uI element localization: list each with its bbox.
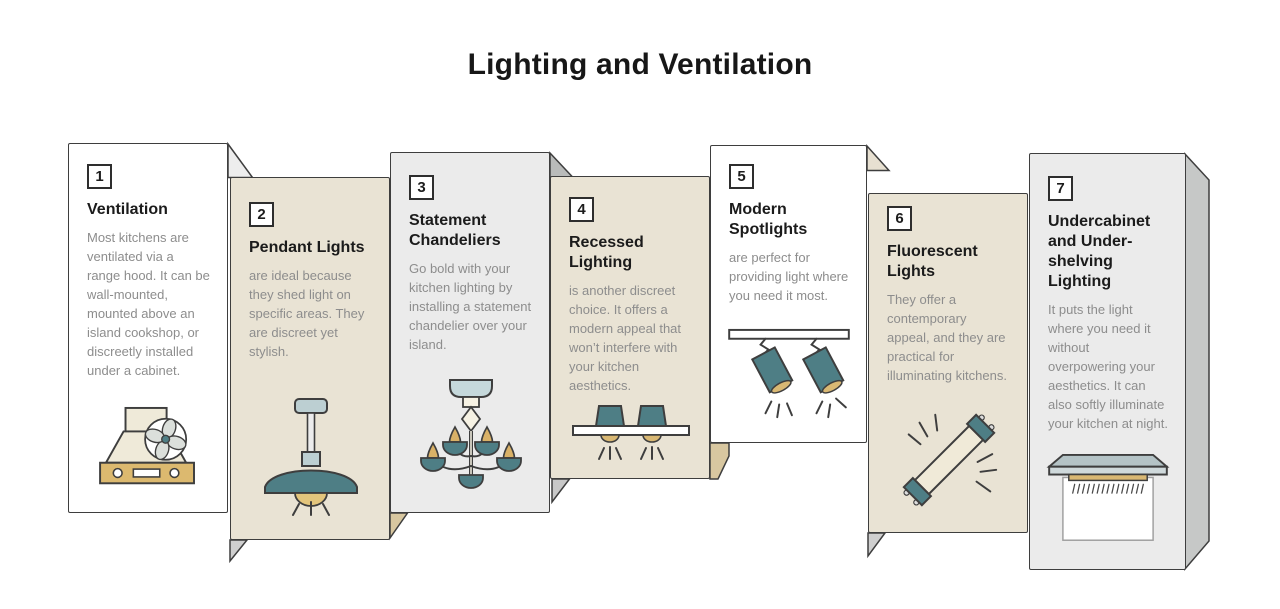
card-body: Most kitchens are ventilated via a range… [87, 230, 210, 378]
card-undercabinet-lighting: 7 Undercabinet and Under-shelving Lighti… [1029, 153, 1186, 570]
card-body: are ideal because they shed light on spe… [249, 268, 365, 359]
card-number: 6 [895, 210, 904, 227]
card-body: is another discreet choice. It offers a … [569, 283, 682, 393]
card-pendant-lights: 2 Pendant Lights are ideal because they … [230, 177, 390, 540]
card-title: Undercabinet and Under-shelving Lighting [1048, 213, 1151, 290]
card-body: Go bold with your kitchen lighting by in… [409, 261, 532, 352]
card-number: 5 [737, 168, 746, 185]
card-number-box: 2 [249, 202, 274, 227]
card-number: 2 [257, 206, 266, 223]
track-spotlights-icon [724, 326, 854, 426]
fold-corner-card1 [227, 141, 254, 179]
fluorescent-tube-icon [893, 402, 1005, 518]
card-number-box: 7 [1048, 176, 1073, 201]
paper-edge-below-card2 [229, 539, 249, 564]
chandelier-icon [407, 378, 535, 496]
card-title: Ventilation [87, 201, 168, 218]
paper-edge-below-card3 [389, 512, 409, 541]
card-title: Fluorescent Lights [887, 243, 978, 280]
card-title: Statement Chandeliers [409, 212, 501, 249]
card-title: Pendant Lights [249, 239, 365, 256]
card-number-box: 6 [887, 206, 912, 231]
paper-side-card7 [1184, 152, 1210, 572]
card-ventilation: 1 Ventilation Most kitchens are ventilat… [68, 143, 228, 513]
fold-corner-card3 [549, 151, 575, 179]
card-number-box: 4 [569, 197, 594, 222]
card-number: 3 [417, 179, 426, 196]
card-number-box: 1 [87, 164, 112, 189]
paper-edge-below-card5 [709, 442, 730, 480]
card-title: Modern Spotlights [729, 201, 808, 238]
card-number: 1 [95, 168, 104, 185]
card-body: are perfect for providing light where yo… [729, 250, 849, 303]
undercabinet-light-icon [1043, 451, 1173, 551]
page-title: Lighting and Ventilation [467, 48, 813, 81]
paper-edge-below-card4 [551, 478, 572, 505]
card-modern-spotlights: 5 Modern Spotlights are perfect for prov… [710, 145, 867, 443]
card-number-box: 3 [409, 175, 434, 200]
pendant-light-icon [259, 397, 363, 519]
card-number: 4 [577, 201, 586, 218]
range-hood-icon [88, 406, 210, 496]
fold-corner-card5 [866, 144, 891, 172]
card-body: They offer a contemporary appeal, and th… [887, 292, 1007, 383]
card-number-box: 5 [729, 164, 754, 189]
paper-edge-below-card6 [867, 532, 887, 559]
card-body: It puts the light where you need it with… [1048, 302, 1168, 431]
card-title: Recessed Lighting [569, 234, 644, 271]
card-statement-chandeliers: 3 Statement Chandeliers Go bold with you… [390, 152, 550, 513]
card-fluorescent-lights: 6 Fluorescent Lights They offer a contem… [868, 193, 1028, 533]
card-number: 7 [1056, 180, 1065, 197]
recessed-lighting-icon [569, 404, 693, 466]
card-recessed-lighting: 4 Recessed Lighting is another discreet … [550, 176, 710, 479]
